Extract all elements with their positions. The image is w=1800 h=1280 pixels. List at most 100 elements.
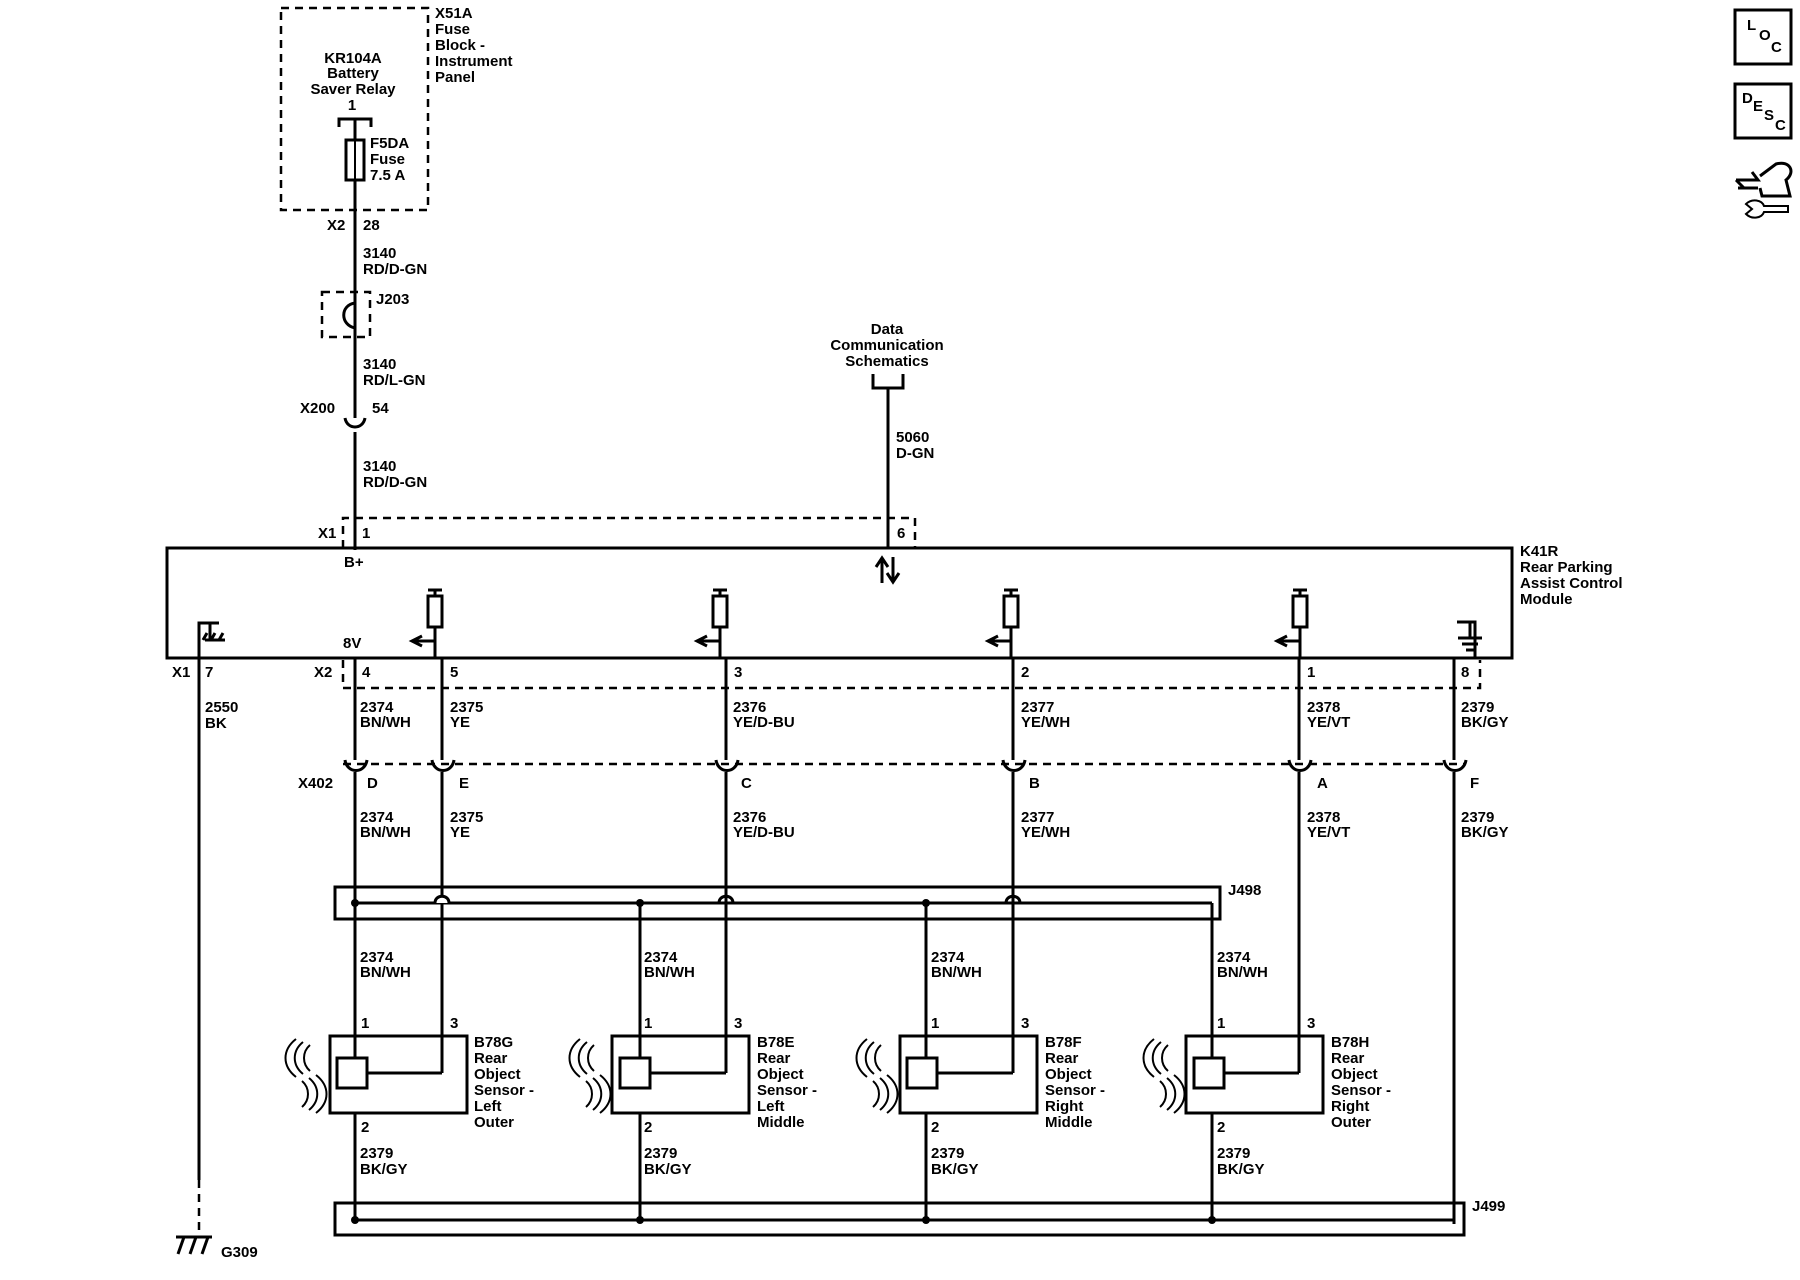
x402-pin-icon [714,759,740,772]
sensor-right-middle: 2374 BN/WH 1 3 2 B78F Rear Object Sensor… [855,949,1105,1222]
harness-lower-circuit: 2376 [733,809,766,826]
sensor-body [898,1034,1039,1115]
module-pin-bottom: 8 [1461,664,1469,681]
x402-pin-icon [430,759,456,772]
relay-label-1: KR104A [324,50,382,67]
sensor-wire-in-circuit: 2374 [1217,949,1251,966]
desc-letter: E [1753,98,1763,115]
module-top-connector-boundary [341,516,917,548]
sensor-left-middle: 2374 BN/WH 1 3 2 B78E Rear Object Sensor… [568,949,817,1222]
module-x2-connector-boundary [341,660,1482,690]
loc-button[interactable]: L O C [1733,8,1793,66]
sensor-name-3: Object [757,1066,804,1083]
harness-lower-circuit: 2374 [360,809,394,826]
sensor-name-6: Middle [1045,1114,1093,1131]
x402-pin: E [459,775,469,792]
sensor-name-4: Sensor - [1331,1082,1391,1099]
sensor-name-4: Sensor - [474,1082,534,1099]
relay-terminal-icon [337,117,373,128]
splice-j499-label: J499 [1472,1198,1505,1215]
data-comm-label-2: Communication [830,337,943,354]
feed-wire-1-circuit: 3140 [363,245,396,262]
sensor-wire-in-color: BN/WH [931,964,982,981]
sensor-pin1: 1 [361,1015,369,1032]
harness-upper-circuit: 2375 [450,699,483,716]
data-comm-wire-circuit: 5060 [896,429,929,446]
ultrasonic-emit-icon [855,1038,882,1078]
sensor-pin3: 3 [734,1015,742,1032]
module-bplus-label: B+ [344,554,364,571]
sensor-left-outer: 2374 BN/WH 1 3 2 B78G Rear Object Sensor… [284,949,534,1222]
harness-upper-color: YE/VT [1307,714,1350,731]
pullup-resistors [408,588,1309,658]
feed-wire-2-circuit: 3140 [363,356,396,373]
sensor-wire-in-color: BN/WH [360,964,411,981]
sensor-pin2: 2 [361,1119,369,1136]
resistor-icon [711,594,729,629]
arrow-icon [984,634,1011,648]
fuse-block: X51A Fuse Block - Instrument Panel KR104… [279,5,513,234]
loc-letter: L [1747,17,1756,34]
sensor-pin3: 3 [1307,1015,1315,1032]
sensor-pin1: 1 [1217,1015,1225,1032]
sensor-wire-out-color: BK/GY [1217,1161,1265,1178]
module-x2-connector: X2 [314,664,332,681]
inline-connector-x200: X200 [300,400,335,417]
sensor-wire-out-color: BK/GY [931,1161,979,1178]
sensor-pin2: 2 [1217,1119,1225,1136]
module-pin-bplus: 1 [362,525,370,542]
sensor-name-1: B78H [1331,1034,1369,1051]
harness-upper: 2374 BN/WH 2375 YE 2376 YE/D-BU 2377 YE/… [353,658,1509,760]
feed-wire-3-color: RD/D-GN [363,474,427,491]
harness-upper-color: BN/WH [360,714,411,731]
sensor-wire-out-circuit: 2379 [1217,1145,1250,1162]
sensor-name-6: Outer [474,1114,514,1131]
sensor-name-6: Outer [1331,1114,1371,1131]
harness-lower-color: YE/D-BU [733,824,795,841]
relay-label-2: Battery [327,65,379,82]
resistor-icon [426,594,444,629]
ground-wire-color: BK [205,715,227,732]
module-ground-connector: X1 [172,664,190,681]
harness-lower-circuit: 2377 [1021,809,1054,826]
harness-upper-circuit: 2379 [1461,699,1494,716]
connector-wrench-icon[interactable] [1734,161,1793,219]
ground-g309-label: G309 [221,1244,258,1261]
module-name-3: Assist Control [1520,575,1623,592]
sensor-name-4: Sensor - [1045,1082,1105,1099]
fuse-label-1: F5DA [370,135,409,152]
desc-button[interactable]: D E S C [1733,82,1793,140]
sensor-element-icon [618,1056,652,1090]
harness-upper-color: BK/GY [1461,714,1509,731]
harness-upper-color: YE/D-BU [733,714,795,731]
sensor-name-2: Rear [474,1050,508,1067]
arrow-icon [1273,634,1300,648]
splice-j203-label: J203 [376,291,409,308]
sensor-wire-in-circuit: 2374 [931,949,965,966]
sensor-name-5: Left [757,1098,785,1115]
loc-letter: O [1759,27,1771,44]
sensor-wire-out-circuit: 2379 [931,1145,964,1162]
feed-wire-1-color: RD/D-GN [363,261,427,278]
harness-lower: 2374 BN/WH 2375 YE 2376 YE/D-BU 2377 YE/… [353,772,1509,1224]
x402-pin: F [1470,775,1479,792]
x402-pin-icon [1001,759,1027,772]
module-ground-circuit: 2550 BK G309 [176,658,258,1261]
ultrasonic-receive-icon [872,1074,899,1114]
sensor-name-4: Sensor - [757,1082,817,1099]
sensor-name-2: Rear [1331,1050,1365,1067]
fuse-block-connector: X2 [327,217,345,234]
desc-letter: D [1742,90,1753,107]
fuse-block-title-3: Block - [435,37,485,54]
splice-j499-pack [333,1201,1466,1237]
desc-icon[interactable] [1733,82,1793,140]
sensor-name-5: Right [1331,1098,1369,1115]
loc-icon[interactable] [1733,8,1793,66]
splice-j499: J499 [333,1198,1505,1237]
module-pin-bottom: 5 [450,664,458,681]
module-body [165,546,1514,660]
harness-upper-circuit: 2378 [1307,699,1340,716]
sensor-name-1: B78F [1045,1034,1082,1051]
splice-j203-boundary [320,290,372,339]
